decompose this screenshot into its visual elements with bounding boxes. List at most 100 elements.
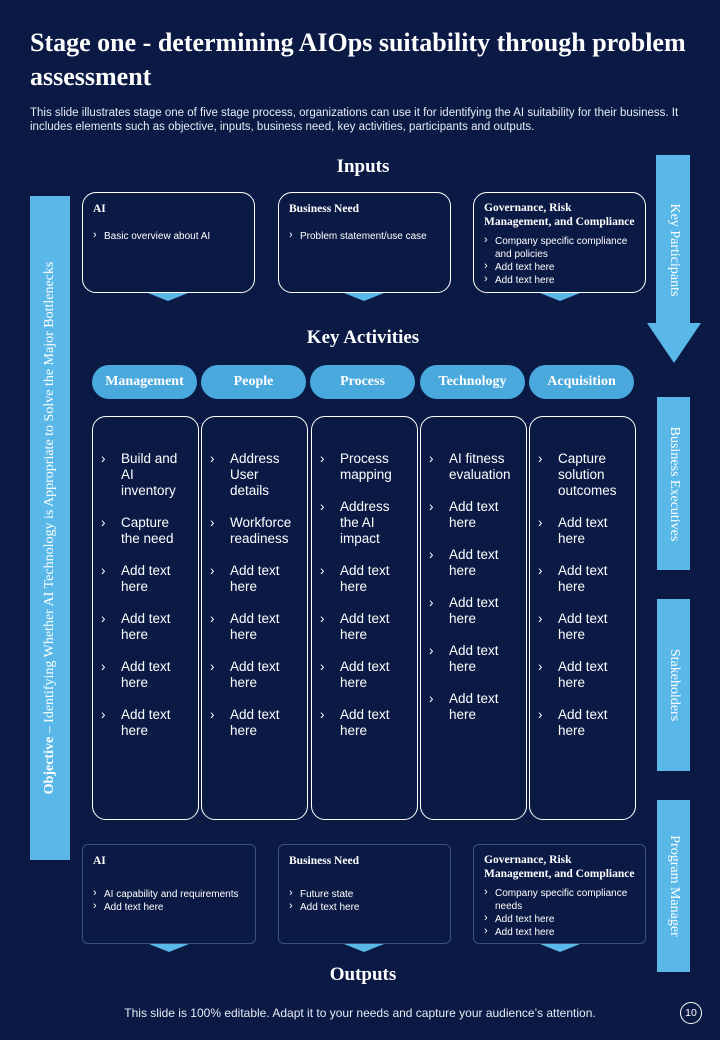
list-item: ›Add text here xyxy=(538,659,608,690)
chevron-right-icon: › xyxy=(210,707,215,722)
tab-management[interactable]: Management xyxy=(92,365,197,399)
list-item: ›Add text here xyxy=(101,707,171,738)
activity-column-management: ›Build and AI inventory ›Capture the nee… xyxy=(92,416,199,820)
list-item: ›Add text here xyxy=(320,659,390,690)
participant-label: Program Manager xyxy=(666,835,682,937)
chevron-right-icon: › xyxy=(429,595,434,610)
chevron-right-icon: › xyxy=(538,515,543,530)
tab-people[interactable]: People xyxy=(201,365,306,399)
input-box-title: AI xyxy=(93,203,106,215)
output-box-governance: Governance, Risk Management, and Complia… xyxy=(473,844,646,944)
chevron-right-icon: › xyxy=(210,563,215,578)
chevron-right-icon: › xyxy=(538,659,543,674)
output-box-title: Business Need xyxy=(289,855,359,867)
list-item: ›Add text here xyxy=(429,499,499,530)
chevron-right-icon: › xyxy=(320,451,325,466)
participant-stakeholders: Stakeholders xyxy=(657,599,690,771)
list-item: ›Add text here xyxy=(101,659,171,690)
list-item: Company specific compliance and policies xyxy=(484,234,635,261)
list-item: ›Capture solution outcomes xyxy=(538,451,617,498)
list-item: AI capability and requirements xyxy=(93,887,245,901)
key-participants-label: Key Participants xyxy=(667,203,682,297)
input-box-ai-pointer xyxy=(148,293,188,301)
activity-column-acquisition: ›Capture solution outcomes ›Add text her… xyxy=(529,416,636,820)
inputs-heading: Inputs xyxy=(336,156,390,177)
list-item: ›Workforce readiness xyxy=(210,515,292,546)
output-box-business-need-pointer xyxy=(344,944,384,952)
chevron-right-icon: › xyxy=(538,611,543,626)
list-item: Add text here xyxy=(93,900,245,914)
input-box-governance-pointer xyxy=(540,293,580,301)
slide-title: Stage one - determining AIOps suitabilit… xyxy=(30,28,686,91)
list-item: ›Add text here xyxy=(429,595,499,626)
tab-acquisition[interactable]: Acquisition xyxy=(529,365,634,399)
chevron-right-icon: › xyxy=(429,691,434,706)
list-item: ›Add text here xyxy=(429,547,499,578)
chevron-right-icon: › xyxy=(210,451,215,466)
output-box-ai: AI AI capability and requirements Add te… xyxy=(82,844,256,944)
chevron-right-icon: › xyxy=(210,515,215,530)
list-item: ›Add text here xyxy=(210,611,280,642)
output-box-title: Governance, Risk Management, and Complia… xyxy=(484,854,635,880)
page-number: 10 xyxy=(680,1002,702,1024)
chevron-right-icon: › xyxy=(429,499,434,514)
objective-text: Objective – Identifying Whether AI Techn… xyxy=(42,262,58,795)
participant-program-manager: Program Manager xyxy=(657,800,690,972)
tab-technology[interactable]: Technology xyxy=(420,365,525,399)
input-box-business-need: Business Need Problem statement/use case xyxy=(278,192,451,293)
chevron-right-icon: › xyxy=(210,659,215,674)
input-box-business-need-pointer xyxy=(344,293,384,301)
list-item: ›Add text here xyxy=(429,691,499,722)
list-item: Add text here xyxy=(289,900,440,914)
input-box-title: Business Need xyxy=(289,203,359,215)
list-item: ›Address the AI impact xyxy=(320,499,390,546)
list-item: ›Add text here xyxy=(210,707,280,738)
chevron-right-icon: › xyxy=(101,659,106,674)
participant-label: Business Executives xyxy=(666,426,682,541)
output-box-title: AI xyxy=(93,855,106,867)
chevron-right-icon: › xyxy=(320,611,325,626)
output-box-governance-pointer xyxy=(540,944,580,952)
outputs-heading: Outputs xyxy=(329,964,397,985)
chevron-right-icon: › xyxy=(101,515,106,530)
chevron-right-icon: › xyxy=(538,563,543,578)
activity-column-technology: ›AI fitness evaluation ›Add text here ›A… xyxy=(420,416,527,820)
tab-process[interactable]: Process xyxy=(310,365,415,399)
list-item: Future state xyxy=(289,887,440,901)
chevron-right-icon: › xyxy=(429,451,434,466)
participant-label: Stakeholders xyxy=(666,648,682,722)
objective-description: – Identifying Whether AI Technology is A… xyxy=(42,261,57,737)
chevron-right-icon: › xyxy=(320,499,325,514)
chevron-right-icon: › xyxy=(101,451,106,466)
chevron-right-icon: › xyxy=(538,707,543,722)
chevron-right-icon: › xyxy=(429,643,434,658)
list-item: ›Add text here xyxy=(538,563,608,594)
input-box-title: Governance, Risk Management, and Complia… xyxy=(484,202,635,228)
participant-business-executives: Business Executives xyxy=(657,397,690,570)
list-item: ›Add text here xyxy=(538,611,608,642)
list-item: ›Add text here xyxy=(429,643,499,674)
list-item: ›Add text here xyxy=(210,563,280,594)
footer-text: This slide is 100% editable. Adapt it to… xyxy=(124,1006,596,1020)
list-item: ›Add text here xyxy=(101,563,171,594)
input-box-governance: Governance, Risk Management, and Complia… xyxy=(473,192,646,293)
activity-column-process: ›Process mapping ›Address the AI impact … xyxy=(311,416,418,820)
chevron-right-icon: › xyxy=(320,563,325,578)
list-item: ›Add text here xyxy=(320,707,390,738)
list-item: Add text here xyxy=(484,260,635,274)
chevron-right-icon: › xyxy=(101,563,106,578)
list-item: ›Add text here xyxy=(538,515,608,546)
list-item: ›Add text here xyxy=(101,611,171,642)
chevron-right-icon: › xyxy=(210,611,215,626)
list-item: Basic overview about AI xyxy=(93,229,244,243)
objective-bar: Objective – Identifying Whether AI Techn… xyxy=(30,196,70,860)
chevron-right-icon: › xyxy=(101,611,106,626)
output-box-business-need: Business Need Future state Add text here xyxy=(278,844,451,944)
list-item: ›Add text here xyxy=(210,659,280,690)
list-item: Add text here xyxy=(484,925,635,939)
chevron-right-icon: › xyxy=(429,547,434,562)
chevron-right-icon: › xyxy=(320,707,325,722)
output-box-ai-pointer xyxy=(149,944,189,952)
key-activities-heading: Key Activities xyxy=(306,327,420,348)
activity-column-people: ›Address User details ›Workforce readine… xyxy=(201,416,308,820)
